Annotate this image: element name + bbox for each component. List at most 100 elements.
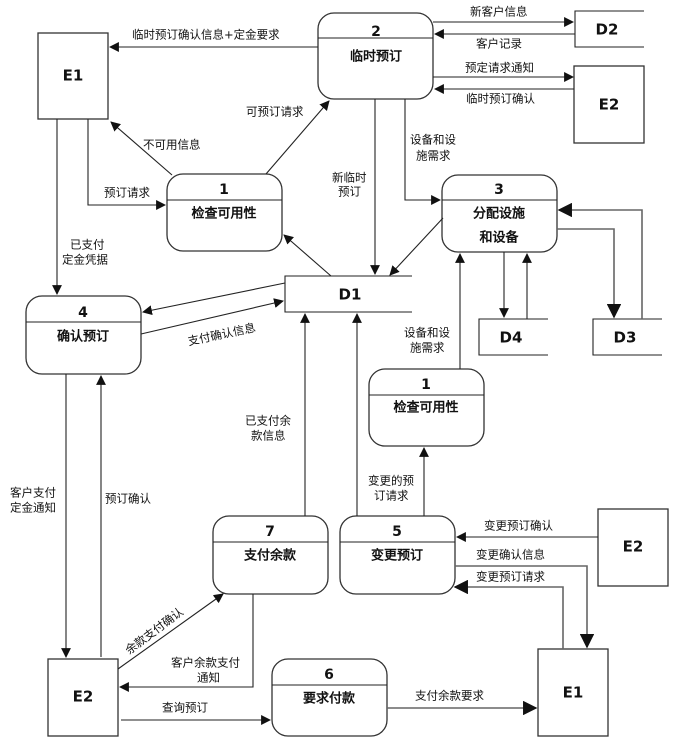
flow-label: 变更预订请求 [476,570,545,584]
flow-p7-to-d1[interactable]: 已支付余 款信息 [245,313,310,516]
process-name: 检查可用性 [393,400,458,416]
entity-label: E2 [73,688,94,706]
flow-label: 定金凭据 [62,253,108,267]
process-7-pay-balance[interactable]: 7 支付余款 [212,515,329,595]
flow-label: 变更确认信息 [476,548,545,562]
store-d4[interactable]: D4 [478,318,548,356]
entity-e2-mid[interactable]: E2 [597,508,669,587]
flow-p2-to-d2[interactable]: 新客户信息 [433,5,574,27]
flow-label: 订请求 [374,489,409,503]
flow-p7-to-e2[interactable]: 客户余款支付 通知 [119,594,254,692]
flow-p2-to-e2[interactable]: 预定请求通知 [433,61,574,82]
flow-p5-to-p1mid[interactable]: 变更的预 订请求 [368,447,429,516]
flow-label: 临时预订确认 [466,92,535,106]
flow-label: 支付余款要求 [415,689,484,703]
process-name: 变更预订 [371,548,423,564]
store-label: D4 [500,329,523,347]
flow-p3-to-d3[interactable] [557,228,622,319]
flow-p2-to-p3[interactable]: 设备和设 施需求 [404,99,456,205]
flow-label: 定金通知 [10,501,56,515]
flow-p1mid-to-p3[interactable]: 设备和设 施需求 [404,253,465,369]
flow-label: 款信息 [251,429,286,443]
store-label: D3 [614,329,637,347]
process-number: 2 [371,24,381,40]
entity-label: E1 [63,67,84,85]
process-number: 4 [78,305,88,321]
process-name: 分配设施 [473,206,525,222]
flow-label: 新临时 [332,171,367,185]
flow-label: 支付确认信息 [186,320,256,348]
flow-e2-to-p6[interactable]: 查询预订 [121,701,271,725]
flow-label: 设备和设 [404,326,450,340]
flow-label: 不可用信息 [143,138,201,152]
store-label: D1 [339,286,362,304]
flow-p6-to-e1[interactable]: 支付余款要求 [387,689,538,716]
flow-label: 变更的预 [368,474,414,488]
store-d3[interactable]: D3 [592,318,662,356]
flow-p2-to-e1[interactable]: 临时预订确认信息+定金要求 [109,28,318,52]
process-4-confirm-booking[interactable]: 4 确认预订 [25,295,142,375]
flow-label: 客户支付 [10,486,56,500]
flow-d2-to-p2[interactable]: 客户记录 [434,29,575,51]
flow-label: 预订 [338,185,361,199]
flow-label: 变更预订确认 [484,519,553,533]
flow-label: 预定请求通知 [465,61,534,75]
process-name: 临时预订 [350,49,402,65]
flow-label: 余款支付确认 [122,604,186,657]
process-number: 6 [324,667,334,683]
entity-e2-top[interactable]: E2 [573,65,645,144]
flow-e1-to-p4[interactable]: 已支付 定金凭据 [52,119,108,295]
entity-e2-bottom[interactable]: E2 [47,658,119,737]
process-3-allocate-facilities[interactable]: 3 分配设施 和设备 [441,174,558,253]
flow-label: 通知 [197,671,220,685]
process-name: 确认预订 [57,329,109,345]
process-number: 1 [219,182,229,198]
process-name: 支付余款 [243,548,297,564]
flow-label: 已支付余 [245,414,291,428]
flow-e2-to-p2[interactable]: 临时预订确认 [434,84,574,106]
process-number: 1 [421,377,431,393]
flow-label: 预订确认 [105,492,151,506]
store-label: D2 [596,21,619,39]
flow-e1-to-p5[interactable]: 变更预订请求 [453,570,564,650]
process-number: 7 [265,524,275,540]
flow-p2-to-d1[interactable]: 新临时 预订 [332,99,380,275]
flow-e2-to-p4[interactable]: 预订确认 [96,375,151,657]
process-2-temp-booking[interactable]: 2 临时预订 [317,12,434,100]
process-name: 要求付款 [303,691,356,707]
process-5-change-booking[interactable]: 5 变更预订 [339,515,456,595]
flow-label: 可预订请求 [246,105,304,119]
flow-p5-to-e1[interactable]: 变更确认信息 [455,548,595,649]
store-d2[interactable]: D2 [574,10,644,48]
flow-label: 已支付 [70,238,105,252]
flow-p1-to-e1[interactable]: 不可用信息 [110,121,201,176]
process-name: 和设备 [479,230,519,246]
entity-label: E2 [623,538,644,556]
entity-label: E1 [563,684,584,702]
flow-e1-to-p1[interactable]: 预订请求 [87,119,166,210]
entity-e1-top[interactable]: E1 [37,32,109,120]
process-1-check-availability-mid[interactable]: 1 检查可用性 [368,368,485,447]
flow-p4-to-e2[interactable]: 客户支付 定金通知 [10,374,71,658]
flow-label: 查询预订 [162,701,208,715]
flow-p3-to-d1[interactable] [389,217,444,276]
entity-e1-bottom[interactable]: E1 [537,648,609,737]
flow-p1-to-p2[interactable]: 可预订请求 [246,100,330,175]
flow-d1-to-p4[interactable] [142,282,286,316]
store-d1[interactable]: D1 [284,275,412,313]
flow-label: 设备和设 [410,133,456,147]
flow-label: 临时预订确认信息+定金要求 [132,28,280,42]
flow-label: 施需求 [416,149,451,163]
flow-d3-to-p3[interactable] [557,202,643,319]
flow-label: 客户记录 [476,37,522,51]
process-1-check-availability-top[interactable]: 1 检查可用性 [166,173,283,252]
flow-d1-to-p1[interactable] [283,234,332,277]
flow-label: 新客户信息 [470,5,528,19]
process-number: 5 [392,524,402,540]
flow-label: 施需求 [410,341,445,355]
process-6-request-payment[interactable]: 6 要求付款 [271,658,388,737]
flow-label: 预订请求 [104,186,150,200]
flow-e2-to-p5[interactable]: 变更预订确认 [456,519,598,542]
flow-label: 客户余款支付 [171,656,240,670]
